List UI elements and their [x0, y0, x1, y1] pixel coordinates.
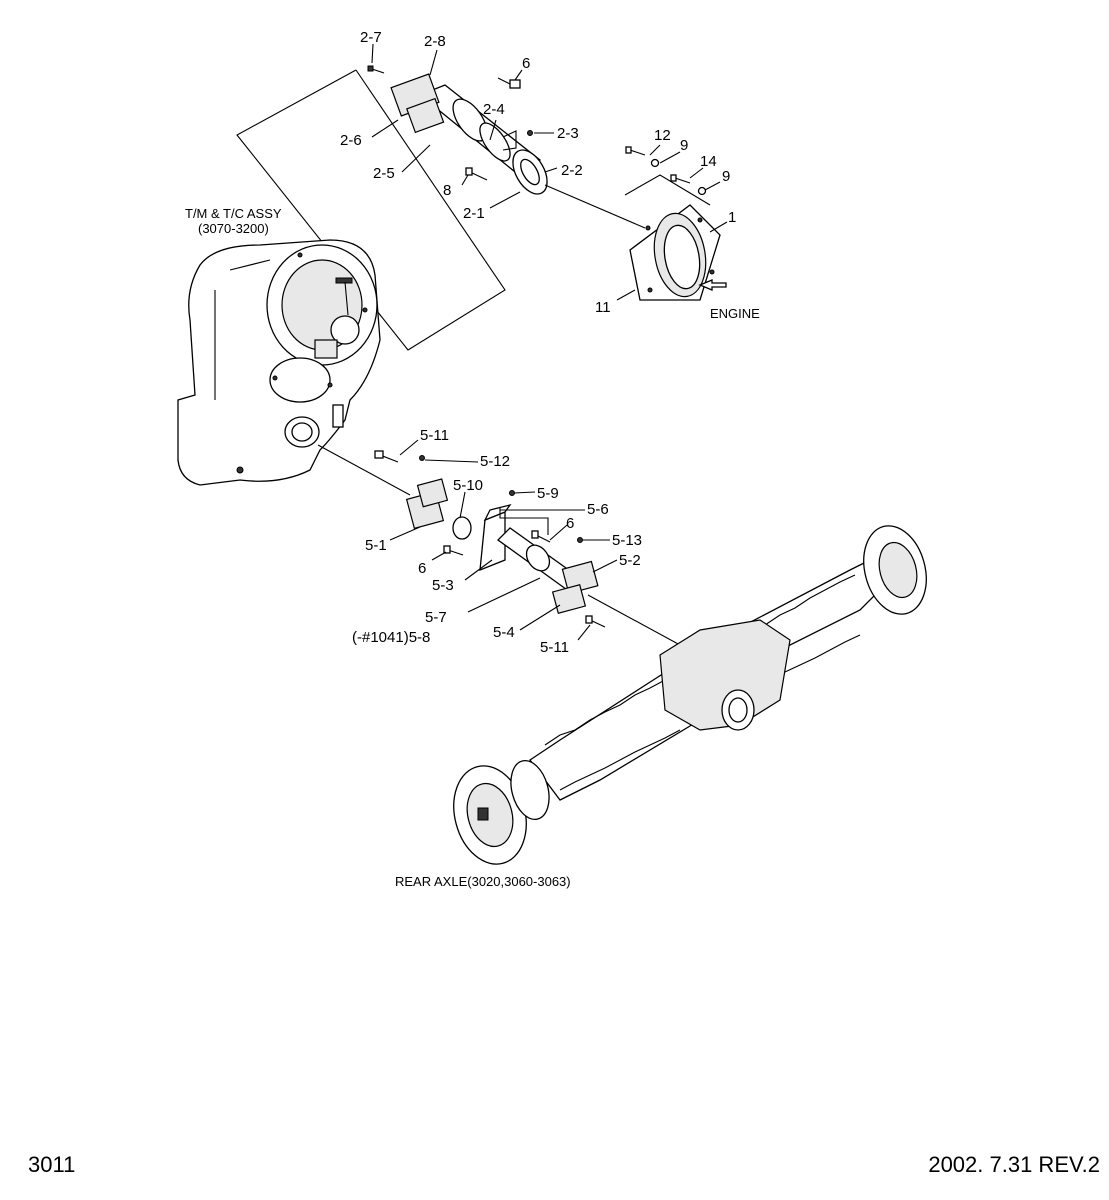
label-9b: 9: [722, 168, 730, 185]
label-2-2: 2-2: [561, 162, 583, 179]
label-5-1: 5-1: [365, 537, 387, 554]
lower-drive-shaft-assembly: [374, 450, 681, 646]
revision-date: 2002. 7.31 REV.2: [928, 1152, 1100, 1177]
label-2-4: 2-4: [483, 101, 505, 118]
label-12: 12: [654, 127, 671, 144]
label-5-4: 5-4: [493, 624, 515, 641]
tm-assy-label-line2: (3070-3200): [198, 221, 269, 236]
footer: 3011 2002. 7.31 REV.2: [28, 1152, 1100, 1177]
label-8: 8: [443, 182, 451, 199]
engine-flange-plate: [624, 146, 727, 301]
label-5-11-top: 5-11: [420, 427, 449, 444]
label-5-13: 5-13: [612, 532, 642, 549]
transmission-assembly: [177, 239, 411, 496]
label-1: 1: [728, 209, 736, 226]
label-11: 11: [595, 299, 611, 316]
label-2-7: 2-7: [360, 29, 382, 46]
label-6-low: 6: [418, 560, 426, 577]
label-2-6: 2-6: [340, 132, 362, 149]
label-5-6: 5-6: [587, 501, 609, 518]
label-6-mid: 6: [566, 515, 574, 532]
leader-lines: [371, 43, 728, 641]
label-5-8: (-#1041)5-8: [352, 629, 430, 646]
label-9a: 9: [680, 137, 688, 154]
label-2-1: 2-1: [463, 205, 485, 222]
label-5-9: 5-9: [537, 485, 559, 502]
rear-axle-label: REAR AXLE(3020,3060-3063): [395, 874, 571, 889]
label-5-12: 5-12: [480, 453, 510, 470]
label-6-top: 6: [522, 55, 530, 72]
rear-axle: [453, 525, 927, 865]
label-2-3: 2-3: [557, 125, 579, 142]
engine-label: ENGINE: [710, 306, 760, 321]
label-5-2: 5-2: [619, 552, 641, 569]
label-5-3: 5-3: [432, 577, 454, 594]
label-2-8: 2-8: [424, 33, 446, 50]
upper-drive-shaft-assembly: [236, 65, 646, 351]
label-14: 14: [700, 153, 717, 170]
tm-assy-label-line1: T/M & T/C ASSY: [185, 206, 282, 221]
label-5-10: 5-10: [453, 477, 483, 494]
label-5-7: 5-7: [425, 609, 447, 626]
part-labels: T/M & T/C ASSY (3070-3200) ENGINE REAR A…: [185, 29, 760, 889]
page-code: 3011: [28, 1152, 75, 1177]
label-2-5: 2-5: [373, 165, 395, 182]
label-5-11-bottom: 5-11: [540, 639, 569, 656]
